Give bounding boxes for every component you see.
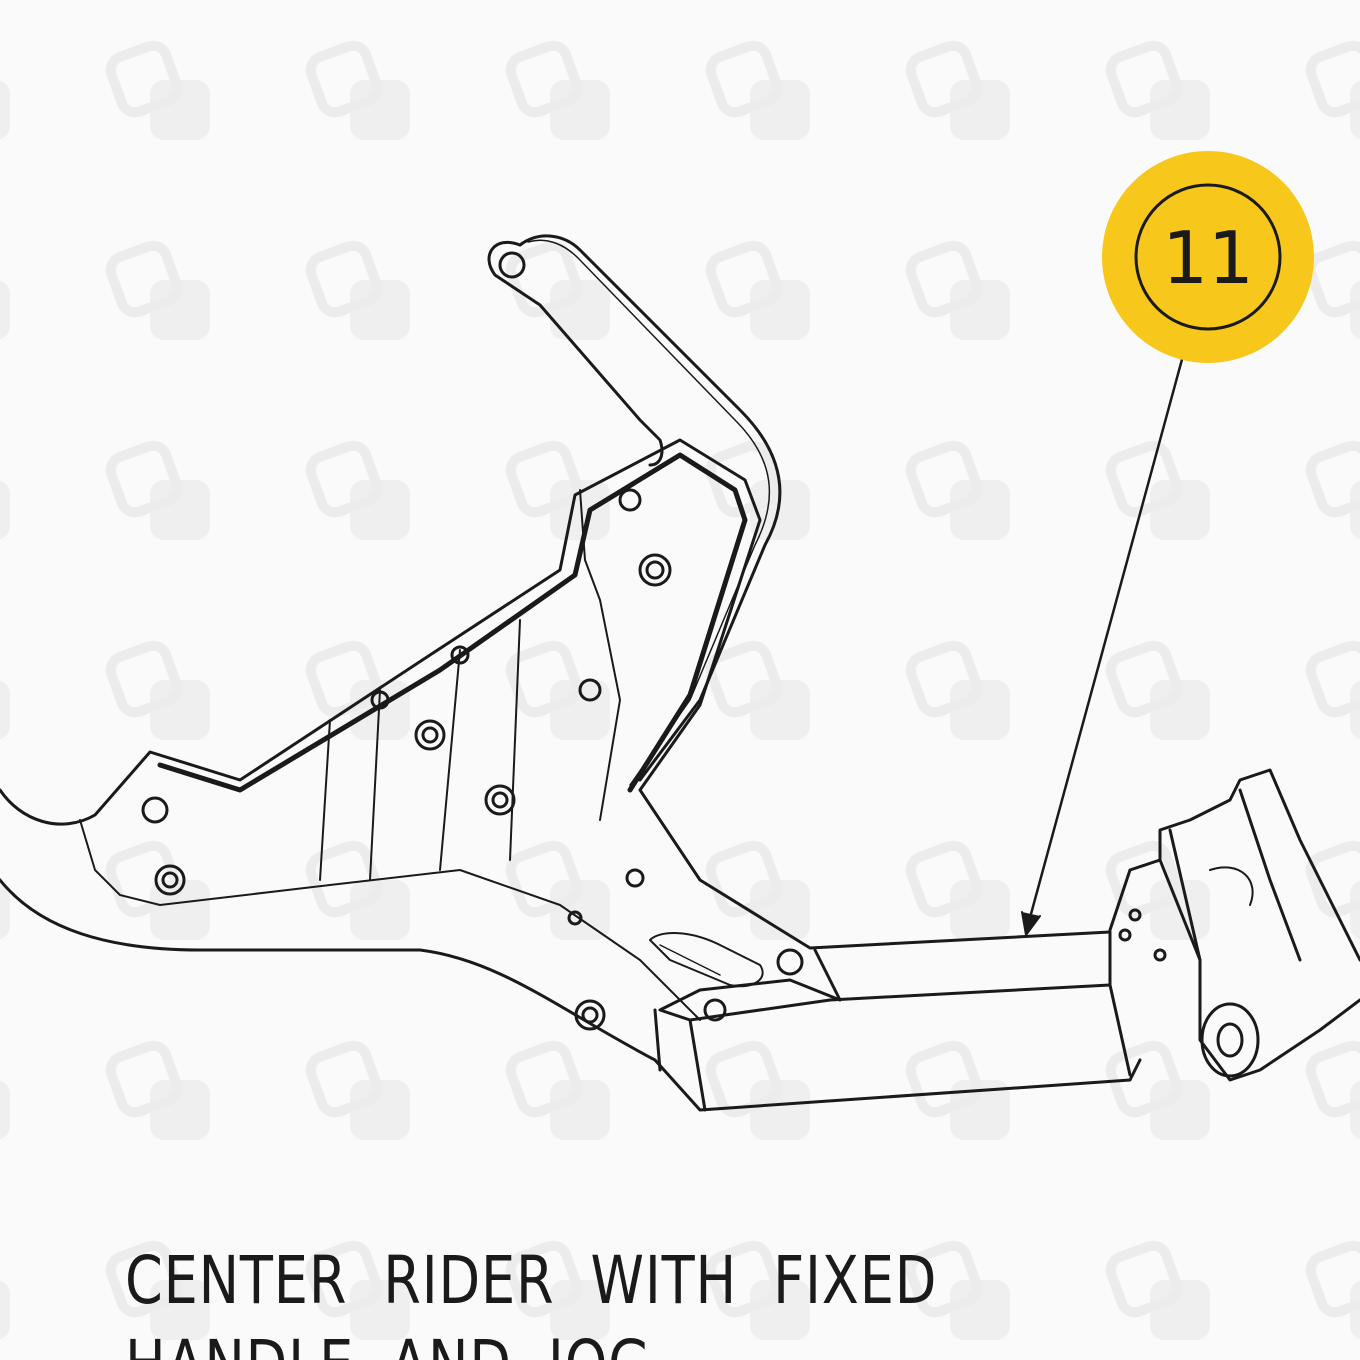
watermark-icon: [305, 240, 410, 340]
watermark-icon: [1105, 1040, 1210, 1140]
watermark-icon: [105, 640, 210, 740]
watermark-icon: [1305, 1240, 1360, 1340]
callout-number: 11: [1162, 216, 1254, 300]
watermark-icon: [305, 1240, 410, 1340]
watermark-icon: [1305, 1040, 1360, 1140]
watermark-icon: [505, 1240, 610, 1340]
watermark-icon: [905, 440, 1010, 540]
caption-line-1: CENTER RIDER WITH FIXED: [125, 1242, 938, 1319]
watermark-icon: [1305, 40, 1360, 140]
watermark-icon: [105, 840, 210, 940]
watermark-icon: [905, 40, 1010, 140]
watermark-icon: [705, 40, 810, 140]
watermark-icon: [305, 40, 410, 140]
watermark-icon: [0, 1080, 10, 1140]
watermark-icon: [105, 1240, 210, 1340]
callout-bubble[interactable]: 11: [1102, 151, 1314, 363]
watermark-icon: [105, 1040, 210, 1140]
watermark-icon: [105, 40, 210, 140]
frame-upper: [0, 438, 1112, 1021]
watermark-icon: [0, 1280, 10, 1340]
watermark-icon: [1305, 240, 1360, 340]
jog-bracket: [1108, 768, 1360, 1082]
watermark-icon: [905, 1240, 1010, 1340]
watermark-icon: [905, 1040, 1010, 1140]
watermark-icon: [0, 280, 10, 340]
watermark-icon: [105, 440, 210, 540]
caption-line-2: HANDLE AND JOG: [125, 1326, 651, 1360]
watermark-icon: [705, 1240, 810, 1340]
watermark-icon: [1305, 840, 1360, 940]
watermark-icon: [705, 640, 810, 740]
watermark-icon: [905, 840, 1010, 940]
watermark-icon: [905, 240, 1010, 340]
watermark-icon: [0, 480, 10, 540]
callout-leader: [1021, 328, 1192, 936]
watermark-icon: [505, 1040, 610, 1140]
watermark-icon: [1105, 1240, 1210, 1340]
watermark-icon: [0, 880, 10, 940]
watermark-icon: [705, 240, 810, 340]
watermark-icon: [505, 40, 610, 140]
watermark-icon: [1105, 40, 1210, 140]
watermark-icon: [0, 680, 10, 740]
handle: [487, 234, 782, 786]
watermark-icon: [1305, 440, 1360, 540]
frame-lower: [0, 868, 1142, 1112]
watermark-icon: [505, 440, 610, 540]
watermark-icon: [1105, 440, 1210, 540]
watermark-icon: [305, 440, 410, 540]
watermark-icon: [1105, 640, 1210, 740]
watermark-icon: [905, 640, 1010, 740]
watermark-icon: [305, 1040, 410, 1140]
watermark-icon: [0, 80, 10, 140]
watermark-icon: [105, 240, 210, 340]
watermark-icon: [1305, 640, 1360, 740]
